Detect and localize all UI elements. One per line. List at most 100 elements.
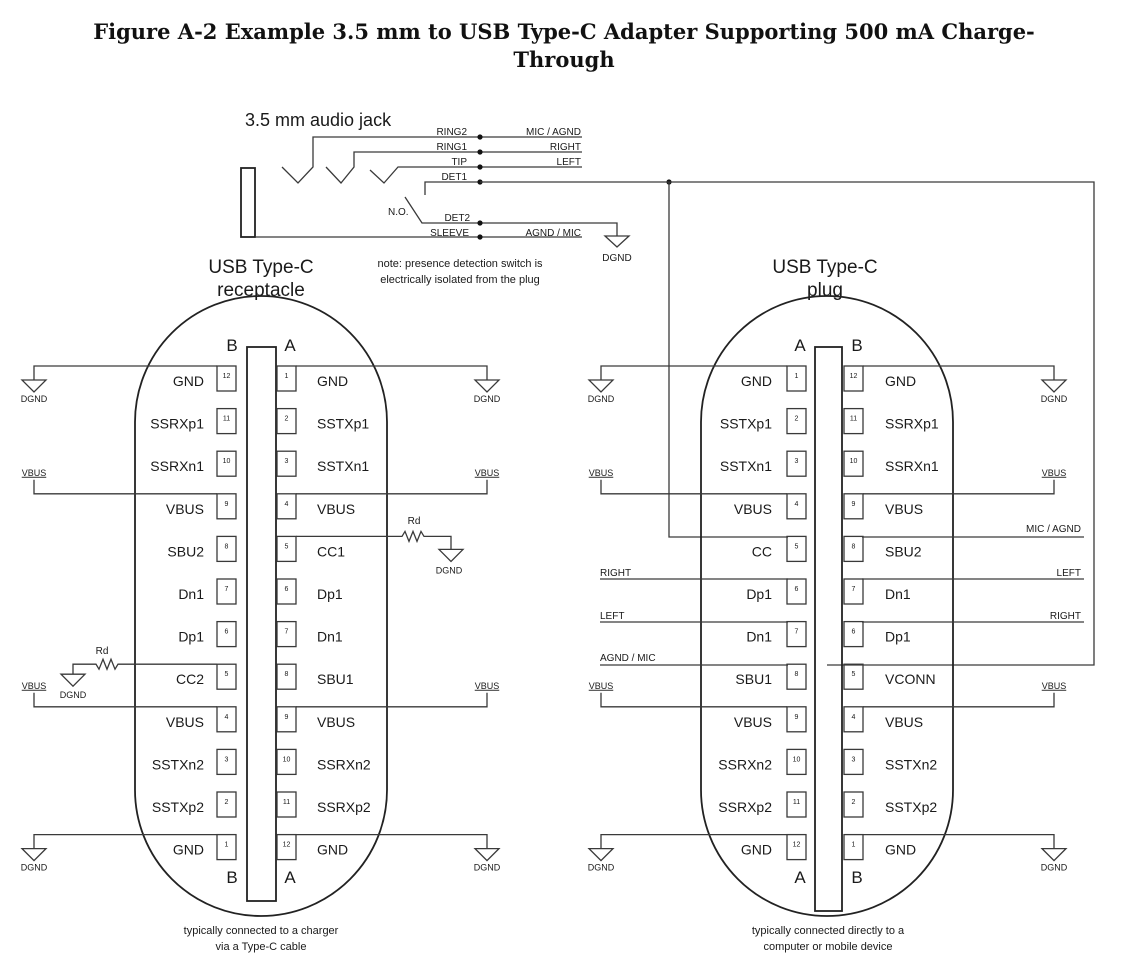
plug-right-dgnd-label: DGND [1041, 394, 1068, 404]
receptacle-left-vbus-label: VBUS [22, 468, 47, 478]
receptacle-right-dgnd-icon [473, 847, 501, 862]
receptacle-pin-box-right [276, 833, 297, 861]
plug-pin-box-right [843, 620, 864, 648]
receptacle-right-dgnd-label: DGND [474, 863, 501, 873]
receptacle-pin-name-right: VBUS [317, 501, 355, 517]
plug-pin-number-left: 6 [795, 586, 799, 593]
plug-pin-box-left [786, 748, 807, 776]
plug-title-line1: USB Type-C [772, 257, 877, 278]
plug-vbus-wire-right [863, 479, 1055, 495]
plug-pin-box-right [843, 407, 864, 435]
plug-pin-box-right [843, 450, 864, 477]
receptacle-pin-number-left: 5 [225, 671, 229, 678]
plug-right-dgnd-label: DGND [1041, 863, 1068, 873]
signal-agnd-mic: AGND / MIC [525, 228, 581, 239]
plug-pin-box-right [843, 833, 864, 861]
switch-label: N.O. [388, 207, 409, 218]
plug-pin-number-left: 2 [795, 416, 799, 423]
receptacle-pin-number-right: 4 [285, 501, 289, 508]
receptacle-pin-name-right: SSTXp1 [317, 416, 369, 432]
plug-pin-name-left: CC [752, 543, 772, 559]
det1-contact [424, 181, 480, 195]
receptacle-pin-box-left [216, 407, 237, 435]
plug-pin-name-left: GND [741, 842, 772, 858]
plug-pin-box-right [843, 706, 864, 733]
plug-outline [700, 295, 954, 917]
audio-jack-title: 3.5 mm audio jack [245, 110, 392, 130]
receptacle-caption-line1: typically connected to a charger [184, 925, 339, 937]
plug-pin-number-right: 7 [852, 586, 856, 593]
plug-left-vbus-label: VBUS [589, 681, 614, 691]
receptacle-caption-line2: via a Type-C cable [216, 941, 307, 953]
receptacle-bottom-row-a: A [284, 868, 296, 887]
receptacle-pin-number-right: 6 [285, 586, 289, 593]
contact-ring1: RING1 [436, 142, 467, 153]
plug-pin-name-left: SSRXn2 [718, 756, 772, 772]
receptacle-pin-name-right: SSRXn2 [317, 756, 371, 772]
contact-tip: TIP [451, 157, 467, 168]
receptacle-pin-name-left: SSRXp1 [150, 416, 204, 432]
receptacle-pin-number-left: 2 [225, 799, 229, 806]
receptacle-right-vbus-label: VBUS [475, 468, 500, 478]
plug-pin-name-right: VCONN [885, 671, 936, 687]
plug-right-dgnd-icon [1040, 379, 1068, 393]
receptacle-pin-box-right [276, 535, 297, 563]
receptacle-pin-name-left: CC2 [176, 671, 204, 687]
plug-pin-number-right: 6 [852, 629, 856, 636]
cc2-dgnd-icon [59, 673, 87, 688]
receptacle-top-row-a: A [284, 336, 296, 355]
plug-left-vbus-label: VBUS [589, 468, 614, 478]
receptacle-top-row-b: B [226, 336, 237, 355]
plug-pin-name-left: SSRXp2 [718, 799, 772, 815]
plug-pin-number-right: 1 [852, 842, 856, 849]
plug-pin-name-left: SSTXp1 [720, 416, 772, 432]
receptacle-pin-name-left: GND [173, 842, 204, 858]
usb-c-receptacle: USB Type-C receptacle B A B A typically … [20, 257, 501, 953]
receptacle-pin-name-left: VBUS [166, 714, 204, 730]
plug-left-dgnd-icon [587, 847, 615, 862]
plug-pin-box-left [786, 620, 807, 648]
plug-gnd-wire-right [863, 833, 1055, 849]
plug-pin-name-right: SSTXp2 [885, 799, 937, 815]
plug-title-line2: plug [807, 280, 843, 301]
det1-to-cc-wire [668, 182, 788, 538]
plug-pin-box-left [786, 791, 807, 818]
jack-ground-label: DGND [602, 253, 631, 264]
plug-pin-box-right [843, 791, 864, 818]
receptacle-pin-number-right: 11 [283, 799, 290, 806]
receptacle-pin-number-right: 7 [285, 629, 289, 636]
plug-net-dp1-left: RIGHT [600, 568, 631, 579]
plug-gnd-wire-right [863, 365, 1055, 380]
receptacle-bottom-row-b: B [226, 868, 237, 887]
plug-net-dp1-right: RIGHT [1050, 611, 1081, 622]
contact-det2: DET2 [444, 213, 470, 224]
plug-caption-line1: typically connected directly to a [752, 925, 905, 937]
receptacle-outline [134, 295, 388, 917]
receptacle-pin-box-left [216, 365, 237, 392]
plug-pin-box-left [786, 833, 807, 861]
plug-pin-name-right: Dn1 [885, 586, 911, 602]
receptacle-pin-name-right: GND [317, 373, 348, 389]
plug-vbus-wire-right [863, 692, 1055, 708]
receptacle-pin-number-right: 10 [283, 756, 291, 763]
receptacle-pin-number-left: 10 [223, 458, 231, 465]
plug-pin-box-left [786, 493, 807, 520]
plug-left-dgnd-label: DGND [588, 394, 615, 404]
receptacle-pin-name-right: SSRXp2 [317, 799, 371, 815]
plug-net-sbu2: MIC / AGND [1026, 524, 1081, 535]
plug-vbus-wire-left [600, 692, 787, 708]
receptacle-pin-name-right: Dn1 [317, 629, 343, 645]
plug-pin-number-right: 11 [850, 416, 857, 423]
plug-pin-number-right: 10 [850, 458, 858, 465]
plug-bottom-row-a: A [794, 868, 806, 887]
plug-pin-name-left: Dp1 [746, 586, 772, 602]
plug-pin-name-right: VBUS [885, 501, 923, 517]
receptacle-pin-box-right [276, 450, 297, 477]
plug-left-dgnd-label: DGND [588, 863, 615, 873]
receptacle-pin-number-left: 9 [225, 501, 229, 508]
isolation-note-line2: electrically isolated from the plug [380, 274, 540, 286]
plug-pin-box-left [786, 365, 807, 392]
plug-pin-number-right: 4 [852, 714, 856, 721]
receptacle-gnd-wire-right [296, 365, 488, 380]
